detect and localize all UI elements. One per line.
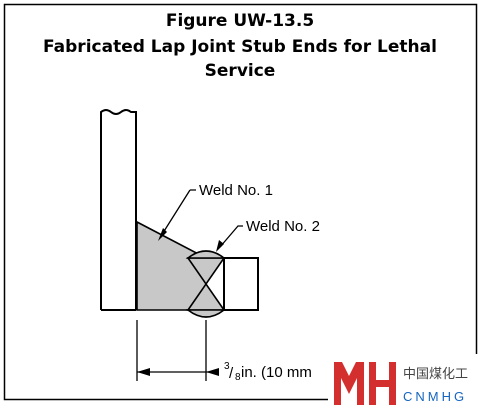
figure-subtitle: Fabricated Lap Joint Stub Ends for Letha… <box>43 37 437 57</box>
stub-end <box>223 257 259 311</box>
dimension-arrow-left <box>137 368 150 376</box>
weld-2-bottom-cap <box>185 309 227 318</box>
weld-2-leader-arrow <box>216 240 224 252</box>
watermark-logo: 中国煤化工 CNMHG <box>328 354 482 409</box>
watermark-logo-mark <box>334 362 364 405</box>
pipe-wall <box>100 109 137 310</box>
watermark-cn-text: 中国煤化工 <box>403 367 468 382</box>
weld-2-leader <box>219 225 243 248</box>
dimension-denominator: 8 <box>235 372 241 383</box>
dimension-arrow-right <box>206 368 219 376</box>
weld-1-label: Weld No. 1 <box>199 182 273 199</box>
watermark-en-text: CNMHG <box>403 389 467 404</box>
weld-2-top-cap <box>185 250 227 259</box>
figure-title: Figure UW-13.5 <box>166 11 314 31</box>
weld-1-leader <box>160 189 196 237</box>
figure-frame <box>3 3 478 401</box>
dimension-numerator: 3 <box>224 361 230 372</box>
weld-1-leader-arrow <box>158 228 167 241</box>
watermark-logo-h <box>369 362 396 405</box>
weld-2-label: Weld No. 2 <box>246 218 320 235</box>
dimension-value: in. (10 mm <box>241 364 312 381</box>
dimension-fraction-slash: / <box>229 365 234 382</box>
figure-subtitle-continued: Service <box>205 61 276 81</box>
